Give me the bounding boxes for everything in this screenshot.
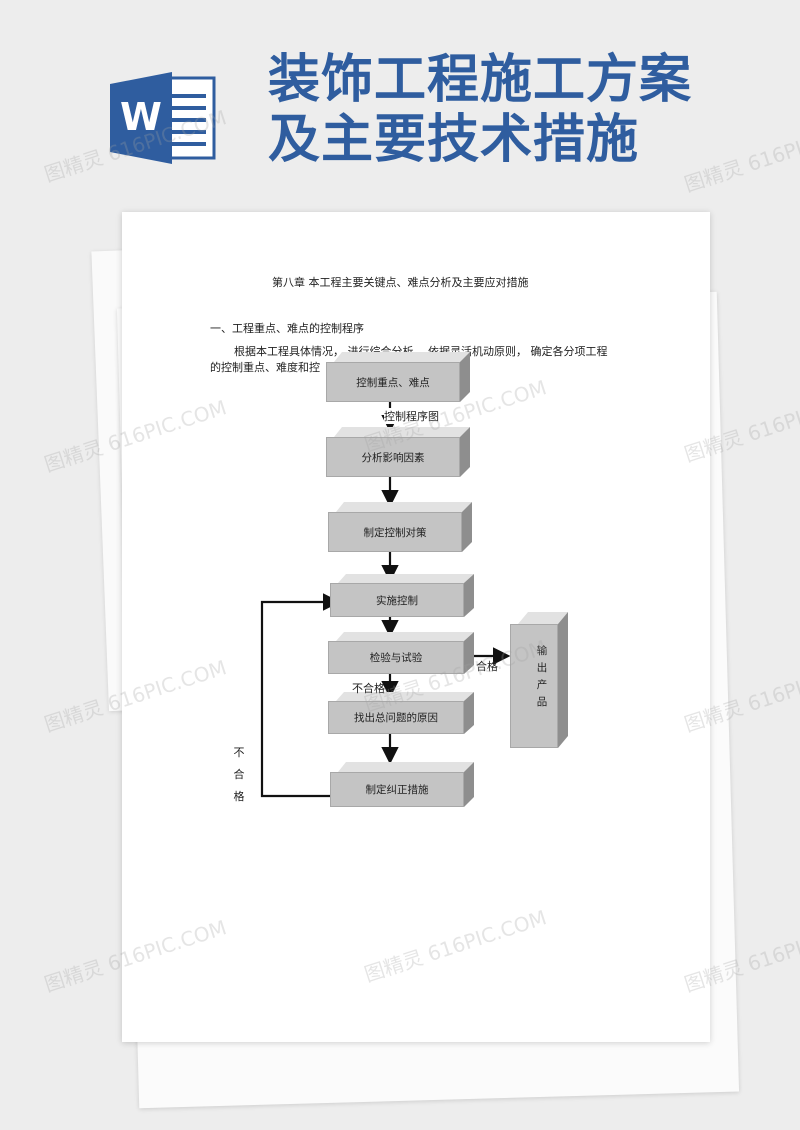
flow-step-6: 找出总问题的原因 — [328, 692, 474, 734]
flow-step-6-top — [336, 692, 474, 701]
flow-step-2: 分析影响因素 — [326, 427, 470, 477]
flow-step-2-side — [460, 427, 470, 477]
flow-step-2-top — [334, 427, 470, 437]
chapter-heading: 第八章 本工程主要关键点、难点分析及主要应对措施 — [272, 276, 529, 289]
flow-step-5-label: 检验与试验 — [328, 641, 464, 674]
fail-label-vertical: 不 合 格 — [232, 742, 246, 808]
flowchart-connectors — [260, 402, 511, 798]
flow-step-5-top — [336, 632, 474, 641]
pass-label: 合格 — [476, 660, 498, 673]
flow-step-7-top — [338, 762, 474, 772]
output-char-1: 输 — [536, 645, 548, 657]
flow-step-4-top — [338, 574, 474, 583]
output-box-top — [518, 612, 568, 624]
flow-step-2-label: 分析影响因素 — [326, 437, 460, 477]
watermark: 图精灵 616PIC.COM — [681, 115, 800, 197]
paragraph-line-1: 根据本工程具体情况， 进行综合分析， 依据灵活机动原则， 确定各分项工程 — [234, 345, 608, 358]
banner-title-line2: 及主要技术措施 — [268, 110, 640, 170]
fail-char-2: 合 — [233, 768, 245, 781]
word-logo-icon: W — [110, 72, 216, 164]
paragraph-line-2: 的控制重点、难度和控 — [210, 361, 320, 374]
flow-step-3-label: 制定控制对策 — [328, 512, 462, 552]
flow-step-4-label: 实施控制 — [330, 583, 464, 617]
flow-step-7-side — [464, 762, 474, 807]
flow-step-1-top — [334, 352, 470, 362]
banner-title-line1: 装饰工程施工方案 — [268, 50, 693, 110]
diagram-caption: 控制程序图 — [384, 408, 439, 424]
fail-char-3: 格 — [233, 790, 245, 803]
logo-letter: W — [120, 95, 162, 139]
flow-step-4-side — [464, 574, 474, 617]
output-box-face: 输 出 产 品 — [510, 624, 558, 748]
flow-step-7: 制定纠正措施 — [330, 762, 474, 807]
arrow-feedback-loop — [260, 593, 341, 798]
flow-step-6-side — [464, 692, 474, 734]
flow-step-6-label: 找出总问题的原因 — [328, 701, 464, 734]
output-char-4: 品 — [536, 696, 548, 708]
output-char-2: 出 — [536, 662, 548, 674]
section-heading: 一、工程重点、难点的控制程序 — [210, 322, 364, 335]
output-box-side — [558, 612, 568, 748]
output-product-box: 输 出 产 品 — [510, 612, 568, 748]
flow-step-4: 实施控制 — [330, 574, 474, 617]
fail-label-inline: 不合格 — [352, 682, 385, 695]
flow-step-3: 制定控制对策 — [328, 502, 472, 552]
document-page: 第八章 本工程主要关键点、难点分析及主要应对措施 一、工程重点、难点的控制程序 … — [122, 212, 710, 1042]
banner-title: 装饰工程施工方案 及主要技术措施 — [268, 50, 692, 170]
output-box-label: 输 出 产 品 — [537, 643, 548, 711]
flow-step-3-side — [462, 502, 472, 552]
flow-step-5: 检验与试验 — [328, 632, 474, 674]
flow-step-7-label: 制定纠正措施 — [330, 772, 464, 807]
output-char-3: 产 — [536, 679, 548, 691]
flow-step-1-side — [460, 352, 470, 402]
flow-step-1-label: 控制重点、难点 — [326, 362, 460, 402]
fail-char-1: 不 — [233, 746, 245, 759]
flow-step-1: 控制重点、难点 — [326, 352, 470, 402]
flow-step-3-top — [336, 502, 472, 512]
flow-step-5-side — [464, 632, 474, 674]
